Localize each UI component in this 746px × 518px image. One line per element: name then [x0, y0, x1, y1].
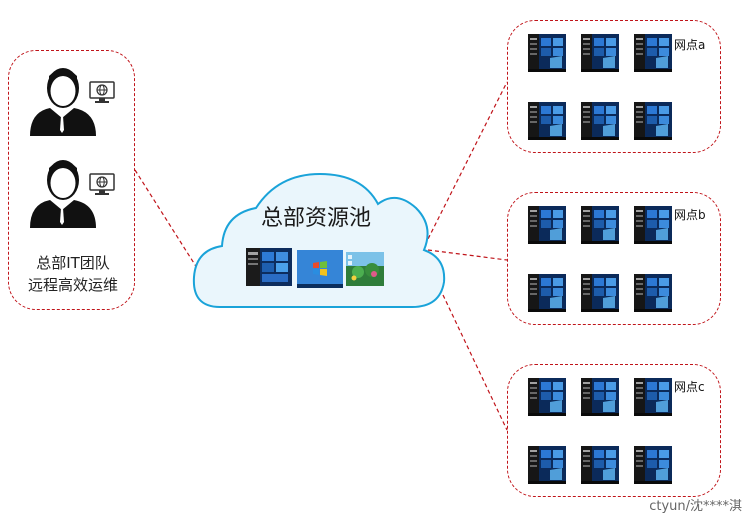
resource-pool-cloud	[192, 172, 446, 308]
terminal-desktop-icon	[634, 446, 672, 484]
terminal-desktop-icon	[528, 378, 566, 416]
win10-desktop-icon	[246, 248, 292, 286]
terminal-desktop-icon	[634, 206, 672, 244]
watermark: ctyun/沈****淇	[649, 499, 742, 514]
admin-person-icon	[30, 68, 96, 136]
monitor-globe-icon	[89, 81, 115, 103]
team-label-line1: 总部IT团队	[36, 254, 110, 272]
cloud-title: 总部资源池	[260, 206, 371, 231]
terminal-desktop-icon	[581, 446, 619, 484]
site-c-box	[507, 364, 721, 497]
hq-it-team-box	[8, 50, 135, 310]
site-b-label: 网点b	[674, 208, 706, 222]
nature-wallpaper-desktop-icon	[346, 252, 384, 286]
terminal-desktop-icon	[528, 206, 566, 244]
site-c-label: 网点c	[674, 380, 705, 394]
terminal-desktop-icon	[581, 34, 619, 72]
admin-person-icon	[30, 160, 96, 228]
terminal-desktop-icon	[528, 274, 566, 312]
terminal-desktop-icon	[581, 378, 619, 416]
terminal-desktop-icon	[634, 378, 672, 416]
terminal-desktop-icon	[528, 34, 566, 72]
terminal-desktop-icon	[528, 446, 566, 484]
win7-desktop-icon	[297, 250, 343, 288]
terminal-desktop-icon	[634, 102, 672, 140]
terminal-desktop-icon	[528, 102, 566, 140]
terminal-desktop-icon	[581, 274, 619, 312]
team-label-line2: 远程高效运维	[27, 276, 118, 294]
site-a-label: 网点a	[674, 38, 706, 52]
terminal-desktop-icon	[634, 34, 672, 72]
site-b-box	[507, 192, 721, 325]
monitor-globe-icon	[89, 173, 115, 195]
terminal-desktop-icon	[634, 274, 672, 312]
connector-cloud-site-b	[427, 249, 508, 261]
connector-cloud-site-a	[424, 81, 508, 246]
site-a-box	[507, 20, 721, 153]
connector-team-cloud	[134, 169, 198, 269]
terminal-desktop-icon	[581, 206, 619, 244]
terminal-desktop-icon	[581, 102, 619, 140]
